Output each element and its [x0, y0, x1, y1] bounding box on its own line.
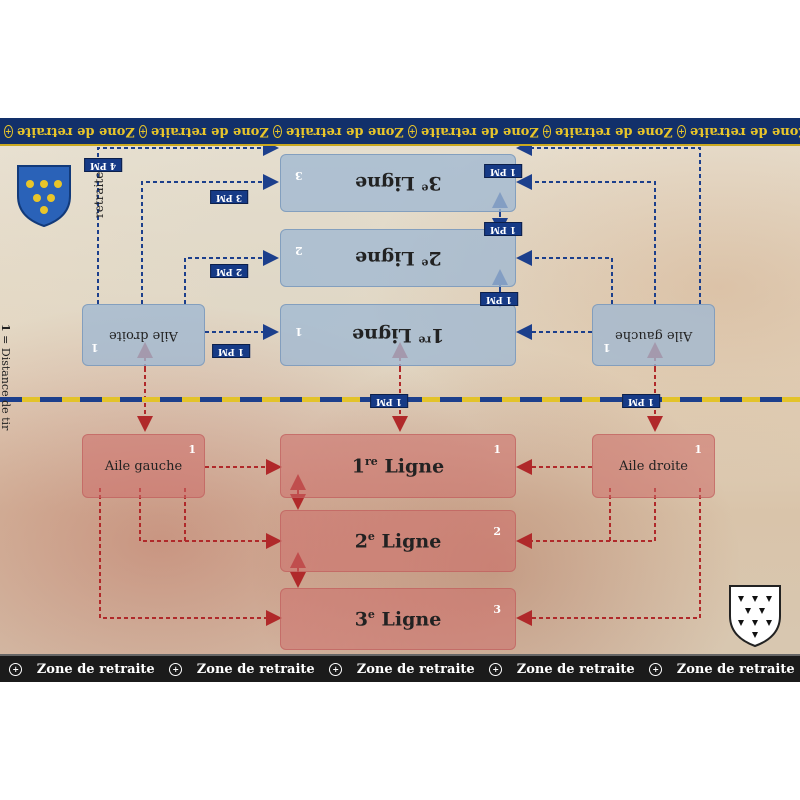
cross-emblem-icon: + — [169, 662, 183, 676]
move-tag: 1 PM — [484, 164, 523, 178]
blue-wing-right-label: Aile droite — [109, 327, 178, 343]
move-tag: 2 PM — [210, 264, 249, 278]
blue-line-3[interactable]: 3e Ligne 3 — [280, 154, 516, 212]
ermine-shield-icon — [729, 585, 781, 648]
crossbow-range-icon: 1 — [603, 341, 611, 354]
cross-emblem-icon: + — [273, 124, 282, 138]
crossbow-range-icon: 1 — [295, 325, 303, 338]
crossbow-range-icon: 2 — [493, 525, 501, 538]
move-tag: 1 PM — [484, 222, 523, 236]
cross-emblem-icon: + — [138, 124, 148, 138]
crossbow-range-icon: 3 — [493, 603, 501, 616]
blue-wing-left-label: Aile gauche — [614, 327, 693, 343]
top-retreat-zone: +Zone de retraite+Zone de retraite+Zone … — [0, 118, 800, 146]
move-tag: 1 PM — [480, 292, 519, 306]
range-legend: 1 = Distance de tir — [0, 324, 12, 430]
crossbow-range-icon: 1 — [694, 443, 702, 456]
blue-line-3-title: 3e Ligne — [354, 171, 442, 195]
crossbow-range-icon: 1 — [493, 443, 501, 456]
crossbow-range-icon: 1 — [188, 443, 196, 456]
crossbow-range-icon: 2 — [295, 244, 303, 257]
move-tag: 3 PM — [210, 190, 249, 204]
move-tag: 4 PM — [84, 158, 123, 172]
crossbow-range-icon: 3 — [295, 169, 303, 182]
fleur-de-lis-shield-icon — [17, 165, 71, 228]
retreat-zone-label: Zone de retraite — [36, 661, 155, 677]
retreat-zone-label: Zone de retraite — [356, 661, 475, 677]
cross-emblem-icon: + — [649, 662, 663, 676]
retreat-zone-label: Zone de retraite — [420, 123, 539, 139]
retreat-label: retraite — [92, 171, 106, 218]
blue-wing-left[interactable]: Aile gauche 1 — [592, 304, 715, 366]
red-line-3[interactable]: 3e Ligne 3 — [280, 588, 516, 650]
blue-line-1[interactable]: 1re Ligne 1 — [280, 304, 516, 366]
red-wing-right[interactable]: Aile droite 1 — [592, 434, 715, 498]
move-tag: 1 PM — [370, 394, 409, 408]
crossbow-range-icon: 1 — [91, 341, 99, 354]
cross-emblem-icon: + — [9, 662, 23, 676]
red-line-1-title: 1re Ligne — [351, 454, 445, 478]
retreat-zone-label: Zone de retraite — [676, 661, 795, 677]
retreat-zone-label: Zone de retraite — [285, 123, 404, 139]
blue-wing-right[interactable]: Aile droite 1 — [82, 304, 205, 366]
move-tag: 1 PM — [622, 394, 661, 408]
cross-emblem-icon: + — [407, 124, 417, 138]
move-tag: 1 PM — [212, 344, 251, 358]
red-wing-left[interactable]: Aile gauche 1 — [82, 434, 205, 498]
red-wing-right-label: Aile droite — [619, 458, 688, 474]
bottom-retreat-zone: + Zone de retraite + Zone de retraite + Zone … — [0, 654, 800, 682]
red-line-2-title: 2e Ligne — [354, 529, 442, 553]
red-line-2[interactable]: 2e Ligne 2 — [280, 510, 516, 572]
retreat-zone-label: Zone de retraite — [196, 661, 315, 677]
range-legend-text: = Distance de tir — [0, 335, 12, 431]
crossbow-range-icon: 1 — [0, 324, 12, 332]
cross-emblem-icon: + — [677, 124, 686, 138]
retreat-zone-label: Zone de retraite — [516, 661, 635, 677]
blue-line-1-title: 1re Ligne — [351, 323, 445, 347]
retreat-zone-label: Zone de retraite — [689, 123, 800, 139]
blue-line-2-title: 2e Ligne — [354, 246, 442, 270]
retreat-zone-label: Zone de retraite — [151, 123, 270, 139]
cross-emblem-icon: + — [4, 124, 13, 138]
cross-emblem-icon: + — [489, 662, 503, 676]
retreat-zone-label: Zone de retraite — [555, 123, 674, 139]
battle-board: +Zone de retraite+Zone de retraite+Zone … — [0, 118, 800, 682]
red-line-1[interactable]: 1re Ligne 1 — [280, 434, 516, 498]
red-wing-left-label: Aile gauche — [104, 458, 183, 474]
cross-emblem-icon: + — [542, 124, 552, 138]
blue-line-2[interactable]: 2e Ligne 2 — [280, 229, 516, 287]
retreat-zone-label: Zone de retraite — [16, 123, 135, 139]
red-line-3-title: 3e Ligne — [354, 607, 442, 631]
cross-emblem-icon: + — [329, 662, 343, 676]
